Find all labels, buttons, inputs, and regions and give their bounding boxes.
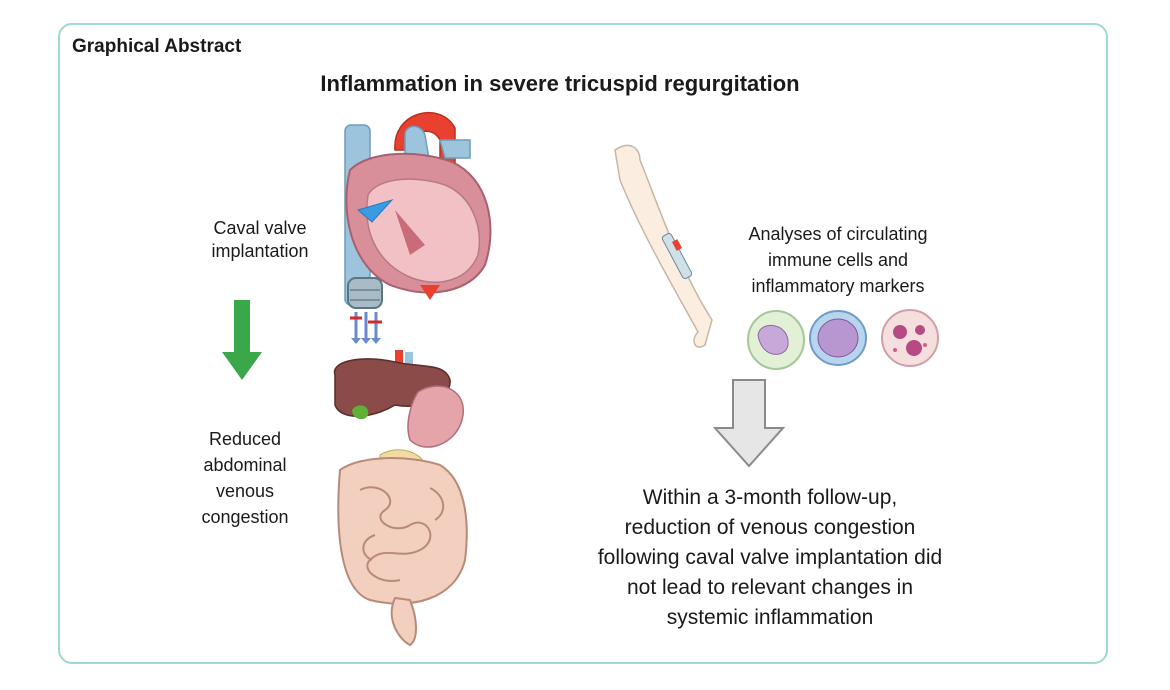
conclusion-line-1: Within a 3-month follow-up, — [642, 486, 898, 509]
caval-valve-stent — [347, 277, 383, 344]
conclusion-line-5: systemic inflammation — [666, 606, 874, 629]
analyses-line-3: inflammatory markers — [751, 276, 925, 296]
reduced-congestion-label: Reduced abdominal venous congestion — [175, 426, 315, 530]
reduced-label-line-2: abdominal — [203, 455, 287, 475]
analyses-line-1: Analyses of circulating — [748, 224, 928, 244]
graphical-abstract-label: Graphical Abstract — [72, 36, 242, 57]
reduced-label-line-3: venous — [215, 481, 275, 501]
conclusion-line-4: not lead to relevant changes in — [626, 576, 914, 599]
gray-down-arrow — [712, 379, 786, 468]
analyses-label: Analyses of circulating immune cells and… — [718, 221, 958, 299]
conclusion-line-3: following caval valve implantation did — [597, 546, 943, 569]
page-title: Inflammation in severe tricuspid regurgi… — [320, 71, 800, 96]
conclusion-line-2: reduction of venous congestion — [624, 516, 916, 539]
immune-cell-illustrations — [747, 309, 939, 370]
abdominal-organs-illustration — [333, 350, 468, 647]
analyses-line-2: immune cells and — [767, 250, 909, 270]
arm-blood-draw-illustration — [614, 144, 713, 348]
caval-label-line-2: implantation — [211, 241, 309, 261]
graphical-abstract-frame — [58, 23, 1108, 664]
reduced-label-line-4: congestion — [201, 507, 289, 527]
green-down-arrow — [222, 300, 262, 380]
caval-label-line-1: Caval valve — [213, 218, 307, 238]
heart-illustration — [344, 111, 492, 306]
caval-valve-label: Caval valve implantation — [175, 217, 345, 263]
conclusion-text: Within a 3-month follow-up, reduction of… — [560, 483, 980, 633]
reduced-label-line-1: Reduced — [208, 429, 282, 449]
